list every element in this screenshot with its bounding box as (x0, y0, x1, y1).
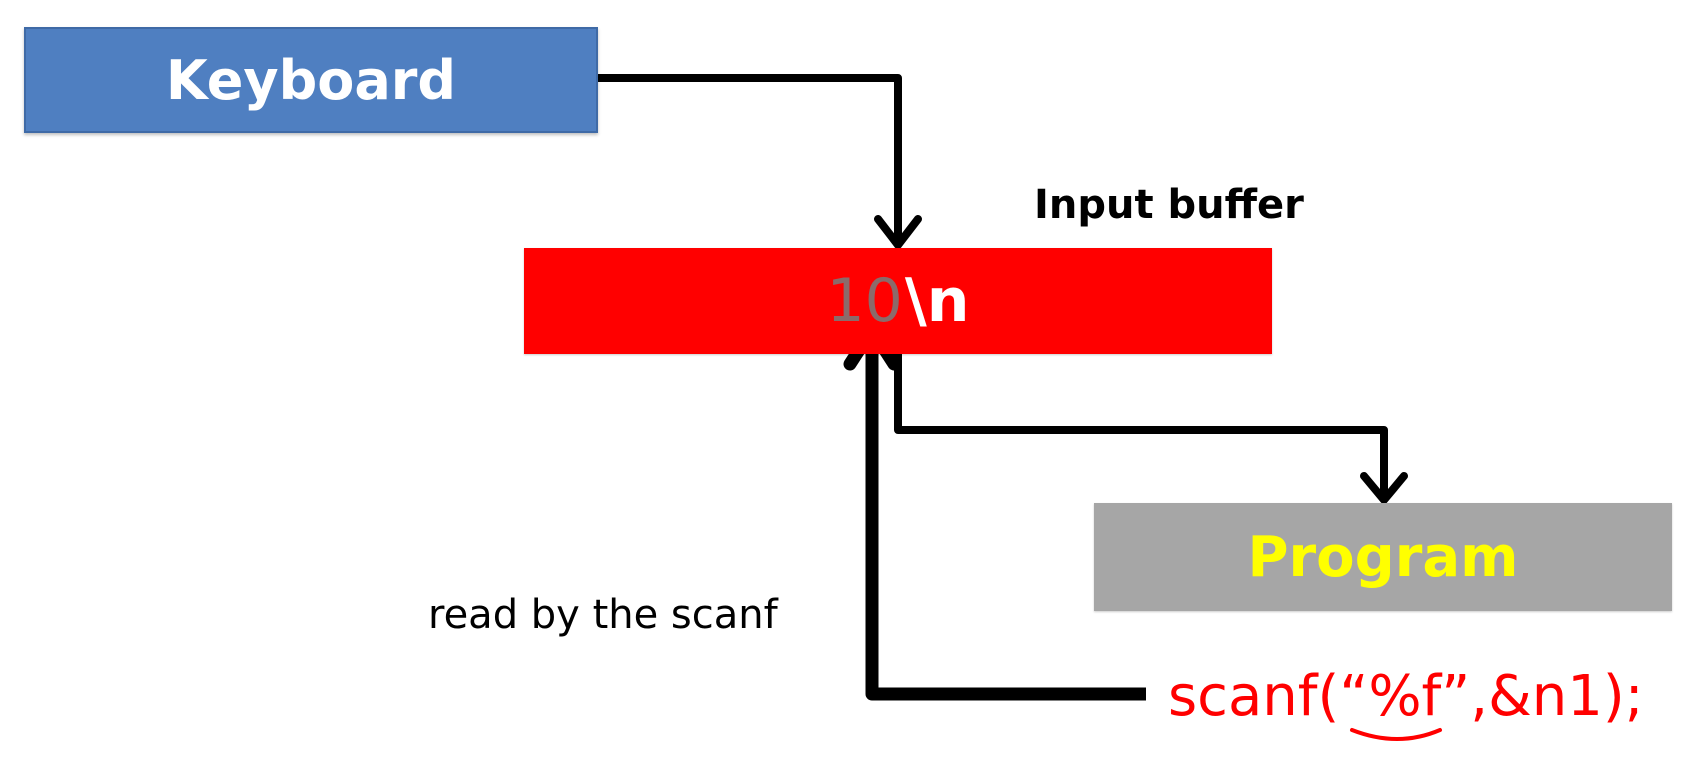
program-box: Program (1094, 503, 1672, 611)
keyboard-box: Keyboard (24, 27, 598, 133)
buffer-content-read: 10 (826, 266, 903, 336)
arrow-scanf-read (865, 328, 1146, 701)
input-buffer-box: 10\n (524, 248, 1272, 354)
arrow-keyboard-to-buffer (598, 74, 902, 243)
arrow-keyboard-to-buffer-head (874, 215, 922, 249)
program-label: Program (1247, 524, 1519, 590)
scanf-statement: scanf(“%f”,&n1); (1168, 664, 1644, 729)
keyboard-label: Keyboard (165, 48, 457, 112)
arrow-buffer-to-program (894, 354, 1388, 498)
arrow-buffer-to-program-head (1360, 472, 1408, 504)
read-by-scanf-label: read by the scanf (428, 592, 778, 638)
format-underline (1350, 728, 1442, 741)
buffer-content-newline: \n (904, 266, 970, 336)
input-buffer-label: Input buffer (1034, 182, 1304, 228)
